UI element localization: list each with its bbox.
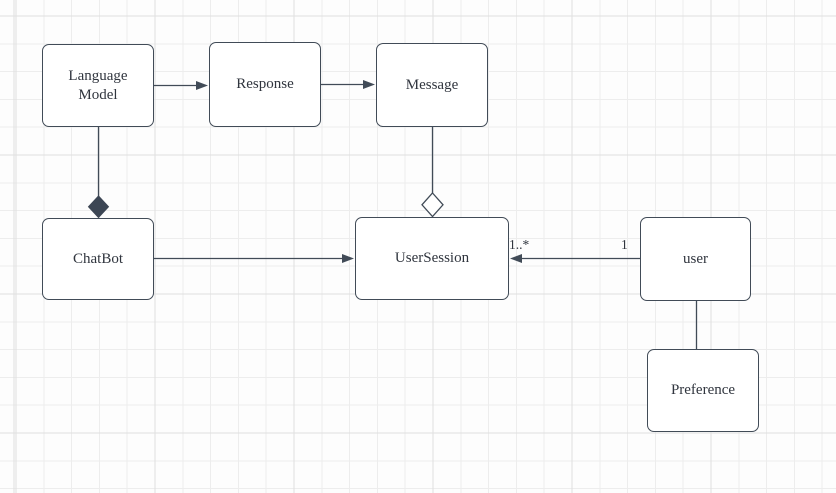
arrowhead-left-icon xyxy=(510,254,522,263)
edge-chatbot-usersession[interactable] xyxy=(154,254,354,263)
composition-diamond-icon xyxy=(87,195,110,219)
node-chatbot-label: ChatBot xyxy=(72,250,123,267)
node-user[interactable]: user xyxy=(640,217,751,301)
edge-languagemodel-chatbot[interactable] xyxy=(87,127,110,219)
node-language-model-label: Language Model xyxy=(68,67,128,103)
edge-user-usersession[interactable] xyxy=(510,254,640,263)
arrowhead-right-icon xyxy=(342,254,354,263)
node-user-label: user xyxy=(683,250,708,267)
node-chatbot[interactable]: ChatBot xyxy=(42,218,154,300)
edge-languagemodel-response[interactable] xyxy=(154,81,208,90)
node-preference[interactable]: Preference xyxy=(647,349,759,432)
arrowhead-right-icon xyxy=(363,80,375,89)
multiplicity-label-source[interactable]: 1 xyxy=(621,237,628,252)
node-preference-label: Preference xyxy=(670,382,736,399)
node-response[interactable]: Response xyxy=(209,42,321,127)
node-language-model[interactable]: Language Model xyxy=(42,44,154,127)
arrowhead-right-icon xyxy=(196,81,208,90)
node-response-label: Response xyxy=(236,76,294,93)
multiplicity-label-target[interactable]: 1..* xyxy=(509,237,530,252)
aggregation-diamond-icon xyxy=(421,192,444,218)
node-usersession[interactable]: UserSession xyxy=(355,217,509,300)
node-usersession-label: UserSession xyxy=(394,250,470,267)
node-message-label: Message xyxy=(405,76,459,93)
edge-message-usersession[interactable] xyxy=(421,127,444,218)
node-message[interactable]: Message xyxy=(376,43,488,127)
edge-response-message[interactable] xyxy=(321,80,375,89)
